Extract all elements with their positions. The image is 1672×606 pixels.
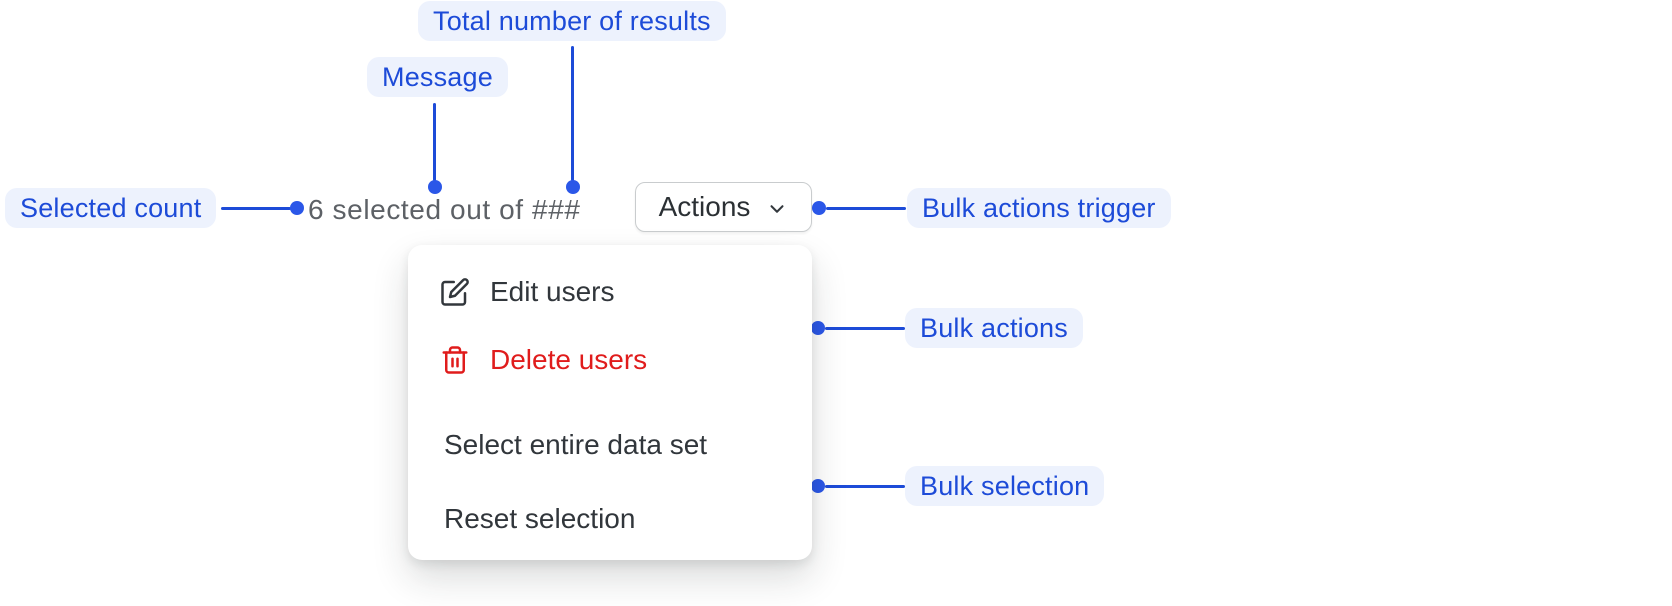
connector-dot-bulk-actions-trigger bbox=[812, 201, 826, 215]
trash-icon bbox=[440, 345, 470, 375]
connector-line-bulk-actions-trigger bbox=[826, 207, 906, 210]
connector-dot-bulk-selection bbox=[811, 479, 825, 493]
chevron-down-icon bbox=[766, 198, 788, 220]
selected-count-message: 6 selected out of ### bbox=[308, 194, 581, 225]
menu-item-reset-selection[interactable]: Reset selection bbox=[408, 495, 812, 543]
menu-item-label: Select entire data set bbox=[444, 429, 708, 460]
connector-dot-total-results bbox=[566, 180, 580, 194]
connector-line-bulk-selection bbox=[825, 485, 905, 488]
annotation-selected-count: Selected count bbox=[5, 188, 217, 228]
connector-line-bulk-actions bbox=[825, 327, 905, 330]
bulk-actions-trigger-button[interactable]: Actions bbox=[635, 182, 812, 232]
bulk-actions-menu: Edit users Delete users Select entire da… bbox=[408, 245, 812, 560]
connector-line-total-results bbox=[571, 46, 574, 181]
actions-button-label: Actions bbox=[658, 191, 751, 222]
menu-item-label: Reset selection bbox=[444, 503, 636, 534]
edit-icon bbox=[440, 277, 470, 307]
annotation-bulk-actions-trigger: Bulk actions trigger bbox=[907, 188, 1171, 228]
menu-item-label: Delete users bbox=[490, 344, 648, 375]
menu-item-label: Edit users bbox=[490, 276, 615, 307]
connector-line-message bbox=[433, 103, 436, 181]
menu-item-select-entire-data-set[interactable]: Select entire data set bbox=[408, 421, 812, 469]
connector-dot-bulk-actions bbox=[811, 321, 825, 335]
annotation-bulk-selection: Bulk selection bbox=[905, 466, 1105, 506]
connector-dot-selected-count bbox=[290, 201, 304, 215]
connector-line-selected-count bbox=[221, 207, 291, 210]
annotation-bulk-actions: Bulk actions bbox=[905, 308, 1083, 348]
connector-dot-message bbox=[428, 180, 442, 194]
annotation-total-results: Total number of results bbox=[418, 1, 726, 41]
menu-item-edit-users[interactable]: Edit users bbox=[408, 268, 812, 316]
menu-item-delete-users[interactable]: Delete users bbox=[408, 336, 812, 384]
annotation-message: Message bbox=[367, 57, 508, 97]
